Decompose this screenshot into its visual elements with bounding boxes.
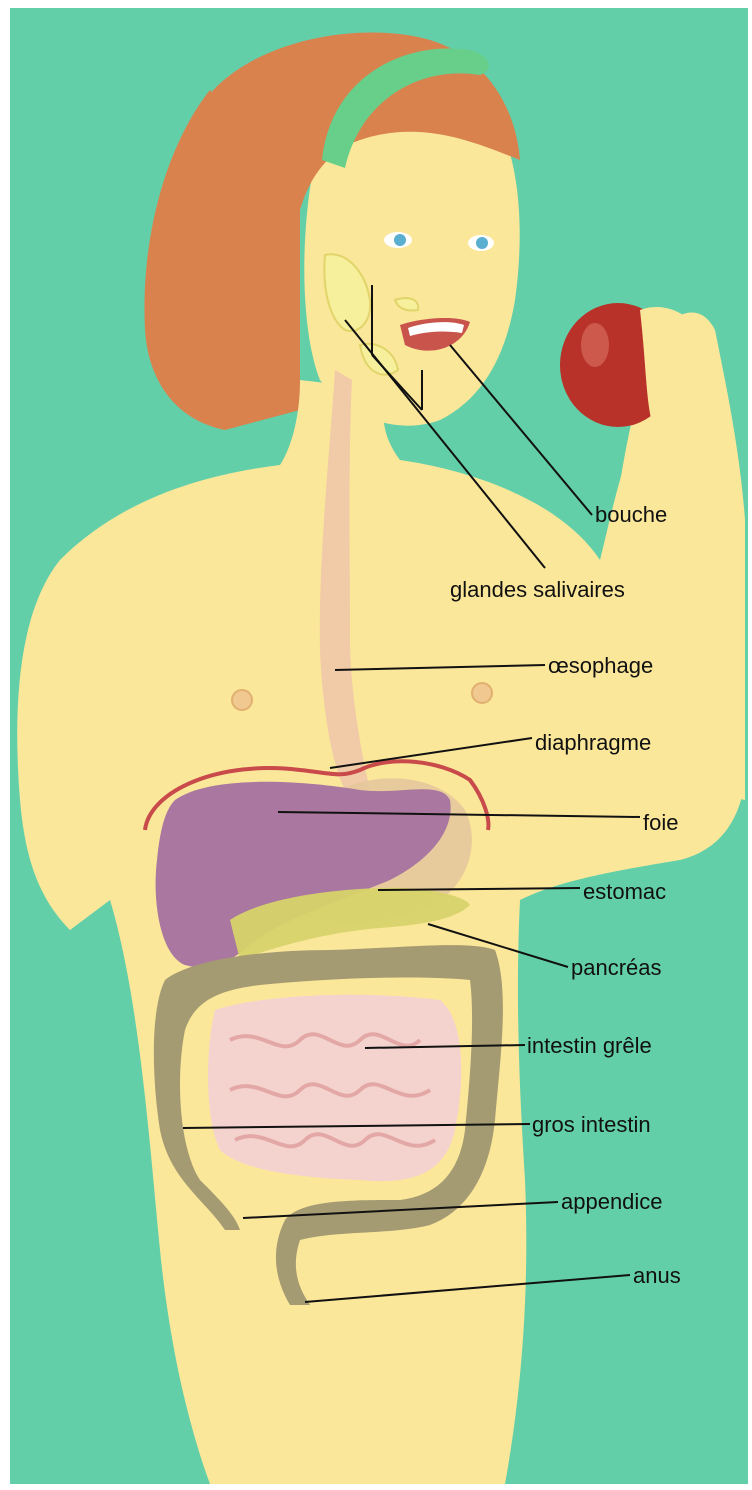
label-estomac: estomac xyxy=(583,879,666,904)
label-foie: foie xyxy=(643,810,678,835)
label-glandes-salivaires: glandes salivaires xyxy=(450,577,625,602)
left-nipple xyxy=(232,690,252,710)
label-gros-intestin: gros intestin xyxy=(532,1112,651,1137)
right-iris xyxy=(476,237,488,249)
label-oesophage: œsophage xyxy=(548,653,653,678)
label-pancreas: pancréas xyxy=(571,955,662,980)
label-appendice: appendice xyxy=(561,1189,663,1214)
right-nipple xyxy=(472,683,492,703)
label-intestin-grele: intestin grêle xyxy=(527,1033,652,1058)
left-iris xyxy=(394,234,406,246)
label-diaphragme: diaphragme xyxy=(535,730,651,755)
apple-highlight xyxy=(581,323,609,367)
label-bouche: bouche xyxy=(595,502,667,527)
label-anus: anus xyxy=(633,1263,681,1288)
